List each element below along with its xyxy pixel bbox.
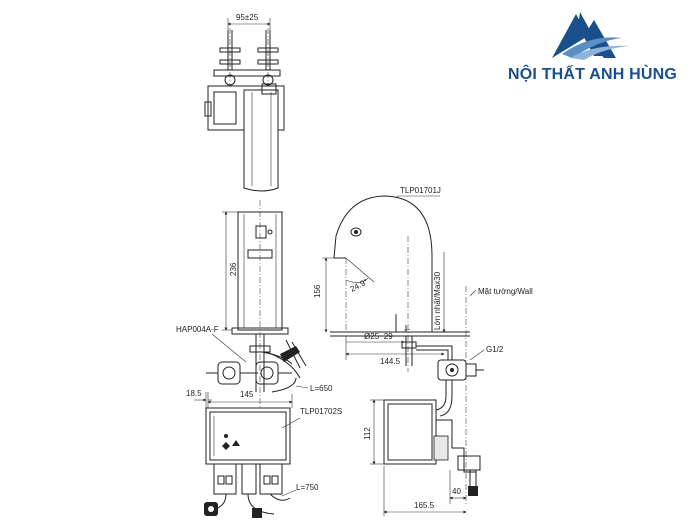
- front-view: 236 HAP004A-F L=650 18.5 1: [176, 200, 342, 518]
- diam-label: Ø25~29: [364, 332, 393, 341]
- brand-name: NỘI THẤT ANH HÙNG: [508, 66, 678, 83]
- dim-112-label: 112: [363, 427, 372, 440]
- angle-label: 24.9°: [349, 277, 370, 294]
- dim-95-label: 95±25: [236, 13, 259, 22]
- dim-18-5-label: 18.5: [186, 389, 202, 398]
- dim-236-label: 236: [229, 262, 238, 276]
- faucet-model-label: TLP01701J: [400, 186, 441, 195]
- len-750-label: L=750: [296, 483, 319, 492]
- side-view: TLP01701J 156 24.9° Ø25~29 144.5 Lớn nhấ…: [313, 186, 533, 516]
- dim-40-label: 40: [452, 487, 461, 496]
- dim-156-label: 156: [313, 284, 322, 298]
- dim-144-5-label: 144.5: [380, 357, 401, 366]
- wall-label: Mặt tường/Wall: [478, 287, 533, 296]
- dim-165-5-label: 165.5: [414, 501, 435, 510]
- g12-label: G1/2: [486, 345, 504, 354]
- brand-logo-mark: [552, 12, 630, 60]
- dim-145-label: 145: [240, 390, 254, 399]
- ctrl-model-label: TLP01702S: [300, 407, 342, 416]
- hap-model-label: HAP004A-F: [176, 325, 219, 334]
- lon-nhat-label: Lớn nhất/Max30: [433, 271, 442, 330]
- len-650-label: L=650: [310, 384, 333, 393]
- top-view: 95±25: [204, 13, 285, 192]
